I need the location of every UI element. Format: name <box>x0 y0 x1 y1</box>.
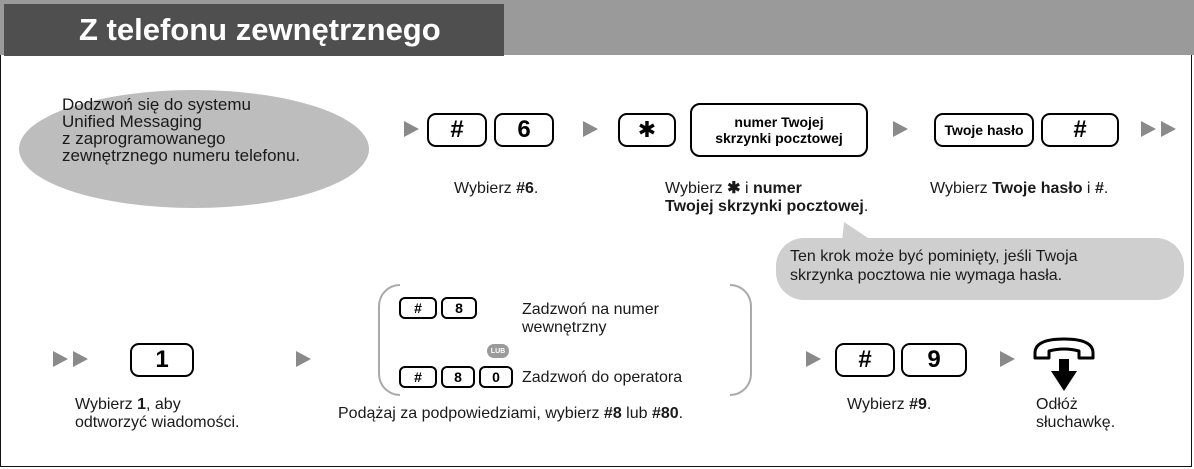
caption-follow-prompts: Podążaj za podpowiedziami, wybierz #8 lu… <box>338 405 684 422</box>
options-brace-right <box>730 284 752 396</box>
arrow-right-icon <box>583 121 598 137</box>
intro-text: Dodzwoń się do systemu Unified Messaging… <box>62 95 301 165</box>
skip-note-text: Ten krok może być pominięty, jeśli Twoja… <box>790 248 1078 284</box>
arrow-right-icon <box>73 351 88 367</box>
option-operator-text: Zadzwoń do operatora <box>522 369 683 386</box>
caption-dial-6: Wybierz #6. <box>454 180 539 197</box>
or-badge: LUB <box>487 344 509 358</box>
caption-password: Wybierz Twoje hasło i #. <box>930 180 1109 197</box>
arrow-right-icon <box>806 351 821 367</box>
key-hash: # <box>835 343 895 377</box>
arrow-right-icon <box>53 351 68 367</box>
arrow-right-icon <box>296 351 311 367</box>
key-1: 1 <box>130 343 194 377</box>
key-star: ✱ <box>618 113 676 147</box>
key-6: 6 <box>494 113 554 147</box>
hang-up-handset-icon <box>1033 337 1095 391</box>
intro-bubble <box>19 90 369 208</box>
arrow-right-icon <box>1161 121 1176 137</box>
key-hash: # <box>1041 113 1119 147</box>
key-hash: # <box>399 366 437 388</box>
key-0: 0 <box>479 366 513 388</box>
arrow-right-icon <box>1141 121 1156 137</box>
arrow-right-icon <box>404 121 419 137</box>
option-extension-text: Zadzwoń na numer wewnętrzny <box>522 301 659 336</box>
arrow-right-icon <box>893 121 908 137</box>
page-title: Z telefonu zewnętrznego <box>4 4 504 56</box>
key-8: 8 <box>441 297 477 319</box>
caption-hang-up: Odłóż słuchawkę. <box>1036 396 1116 431</box>
key-9: 9 <box>901 343 967 377</box>
arrow-right-icon <box>1000 351 1015 367</box>
skip-note-bubble <box>776 238 1184 300</box>
caption-star-mailbox: Wybierz ✱ i numer Twojej skrzynki poczto… <box>665 180 869 215</box>
key-8: 8 <box>441 366 475 388</box>
key-hash: # <box>399 297 437 319</box>
note-pointer-icon <box>842 222 874 242</box>
key-hash: # <box>427 113 487 147</box>
options-brace-left <box>378 284 400 396</box>
key-mailbox-number: numer Twojej skrzynki pocztowej <box>690 103 868 157</box>
caption-dial-1: Wybierz 1, aby odtworzyć wiadomości. <box>75 396 240 431</box>
key-password: Twoje hasło <box>934 113 1034 147</box>
caption-dial-9: Wybierz #9. <box>847 396 932 413</box>
